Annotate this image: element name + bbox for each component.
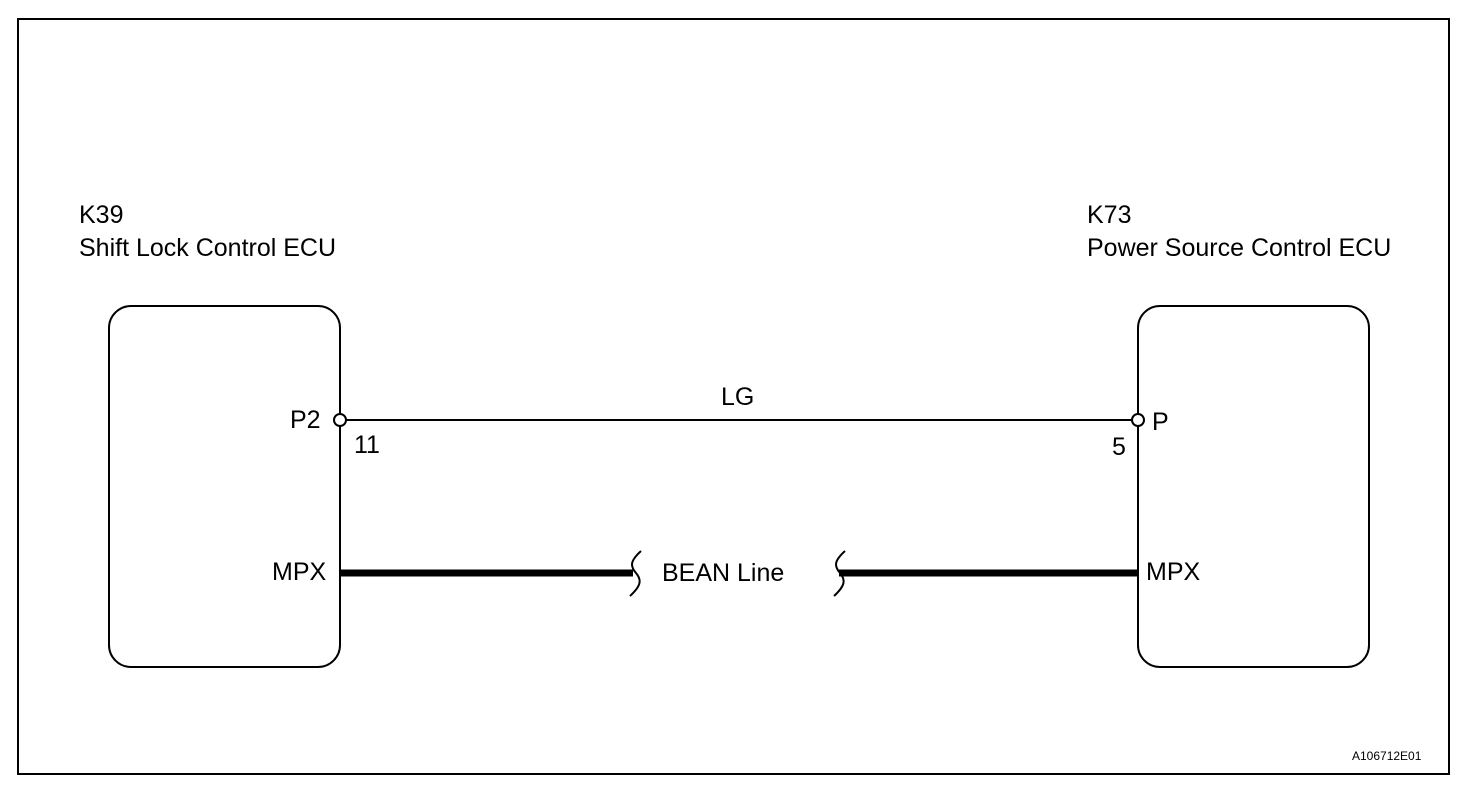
right-ecu-code: K73 [1087,201,1132,229]
left-mpx-label: MPX [272,558,327,586]
diagram-frame [17,18,1450,775]
left-ecu-box [108,305,341,668]
figure-id: A106712E01 [1352,749,1422,763]
right-pin-number: 5 [1112,433,1126,461]
left-ecu-name: Shift Lock Control ECU [79,234,337,262]
right-ecu-name: Power Source Control ECU [1087,234,1392,262]
break-mark-right [833,550,846,597]
left-pin-number: 11 [354,431,380,459]
bean-line-label: BEAN Line [662,559,785,587]
break-mark-left [629,550,642,597]
right-ecu-box [1137,305,1370,668]
right-terminal [1131,413,1145,427]
left-terminal [333,413,347,427]
left-connector-label: P2 [290,406,321,434]
right-connector-label: P [1152,408,1169,436]
wire-color-label: LG [721,383,755,411]
left-ecu-code: K39 [79,201,124,229]
right-mpx-label: MPX [1146,558,1201,586]
